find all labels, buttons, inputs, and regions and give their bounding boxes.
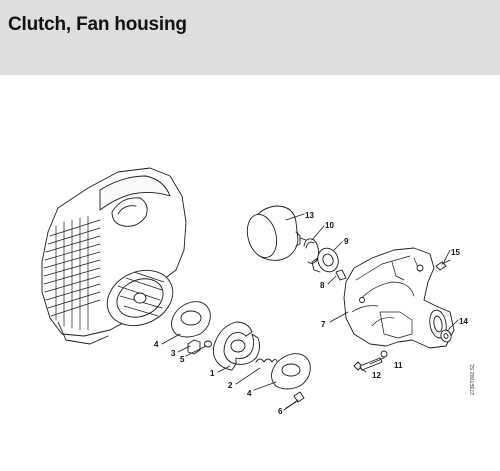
callout-5: 5 <box>180 355 185 364</box>
clutch-shoes <box>212 321 279 371</box>
washer-and-screw-lower <box>353 350 388 371</box>
ball-bearing <box>311 247 339 273</box>
callout-13: 13 <box>305 211 314 220</box>
callout-10: 10 <box>325 221 334 230</box>
clutch-drum <box>246 205 307 261</box>
carrier-plate-lower <box>271 353 311 411</box>
callout-4: 4 <box>154 340 159 349</box>
drawing-code: 273ET002 SC <box>470 363 476 395</box>
callout-1: 1 <box>210 369 215 378</box>
circlip <box>303 238 319 264</box>
callout-7: 7 <box>321 320 326 329</box>
fan-housing <box>343 247 455 349</box>
callout-9: 9 <box>344 237 349 246</box>
grommet <box>440 329 452 343</box>
title-bar: Clutch, Fan housing <box>0 0 500 75</box>
callout-4: 4 <box>247 389 252 398</box>
callout-12: 12 <box>372 371 381 380</box>
engine-housing <box>41 167 187 345</box>
dowel-pin <box>335 269 347 281</box>
callout-3: 3 <box>171 349 176 358</box>
callout-14: 14 <box>459 317 468 326</box>
leader-lines <box>161 213 459 409</box>
callout-2: 2 <box>228 381 233 390</box>
carrier-plate-upper <box>171 301 212 355</box>
callout-15: 15 <box>451 248 460 257</box>
callout-8: 8 <box>320 281 325 290</box>
callout-6: 6 <box>278 407 283 416</box>
callout-labels: 4 3 5 1 2 4 6 7 8 9 10 13 11 12 14 15 <box>154 211 468 416</box>
callout-11: 11 <box>394 361 403 370</box>
page-title: Clutch, Fan housing <box>8 14 187 35</box>
screw-upper <box>435 259 451 271</box>
